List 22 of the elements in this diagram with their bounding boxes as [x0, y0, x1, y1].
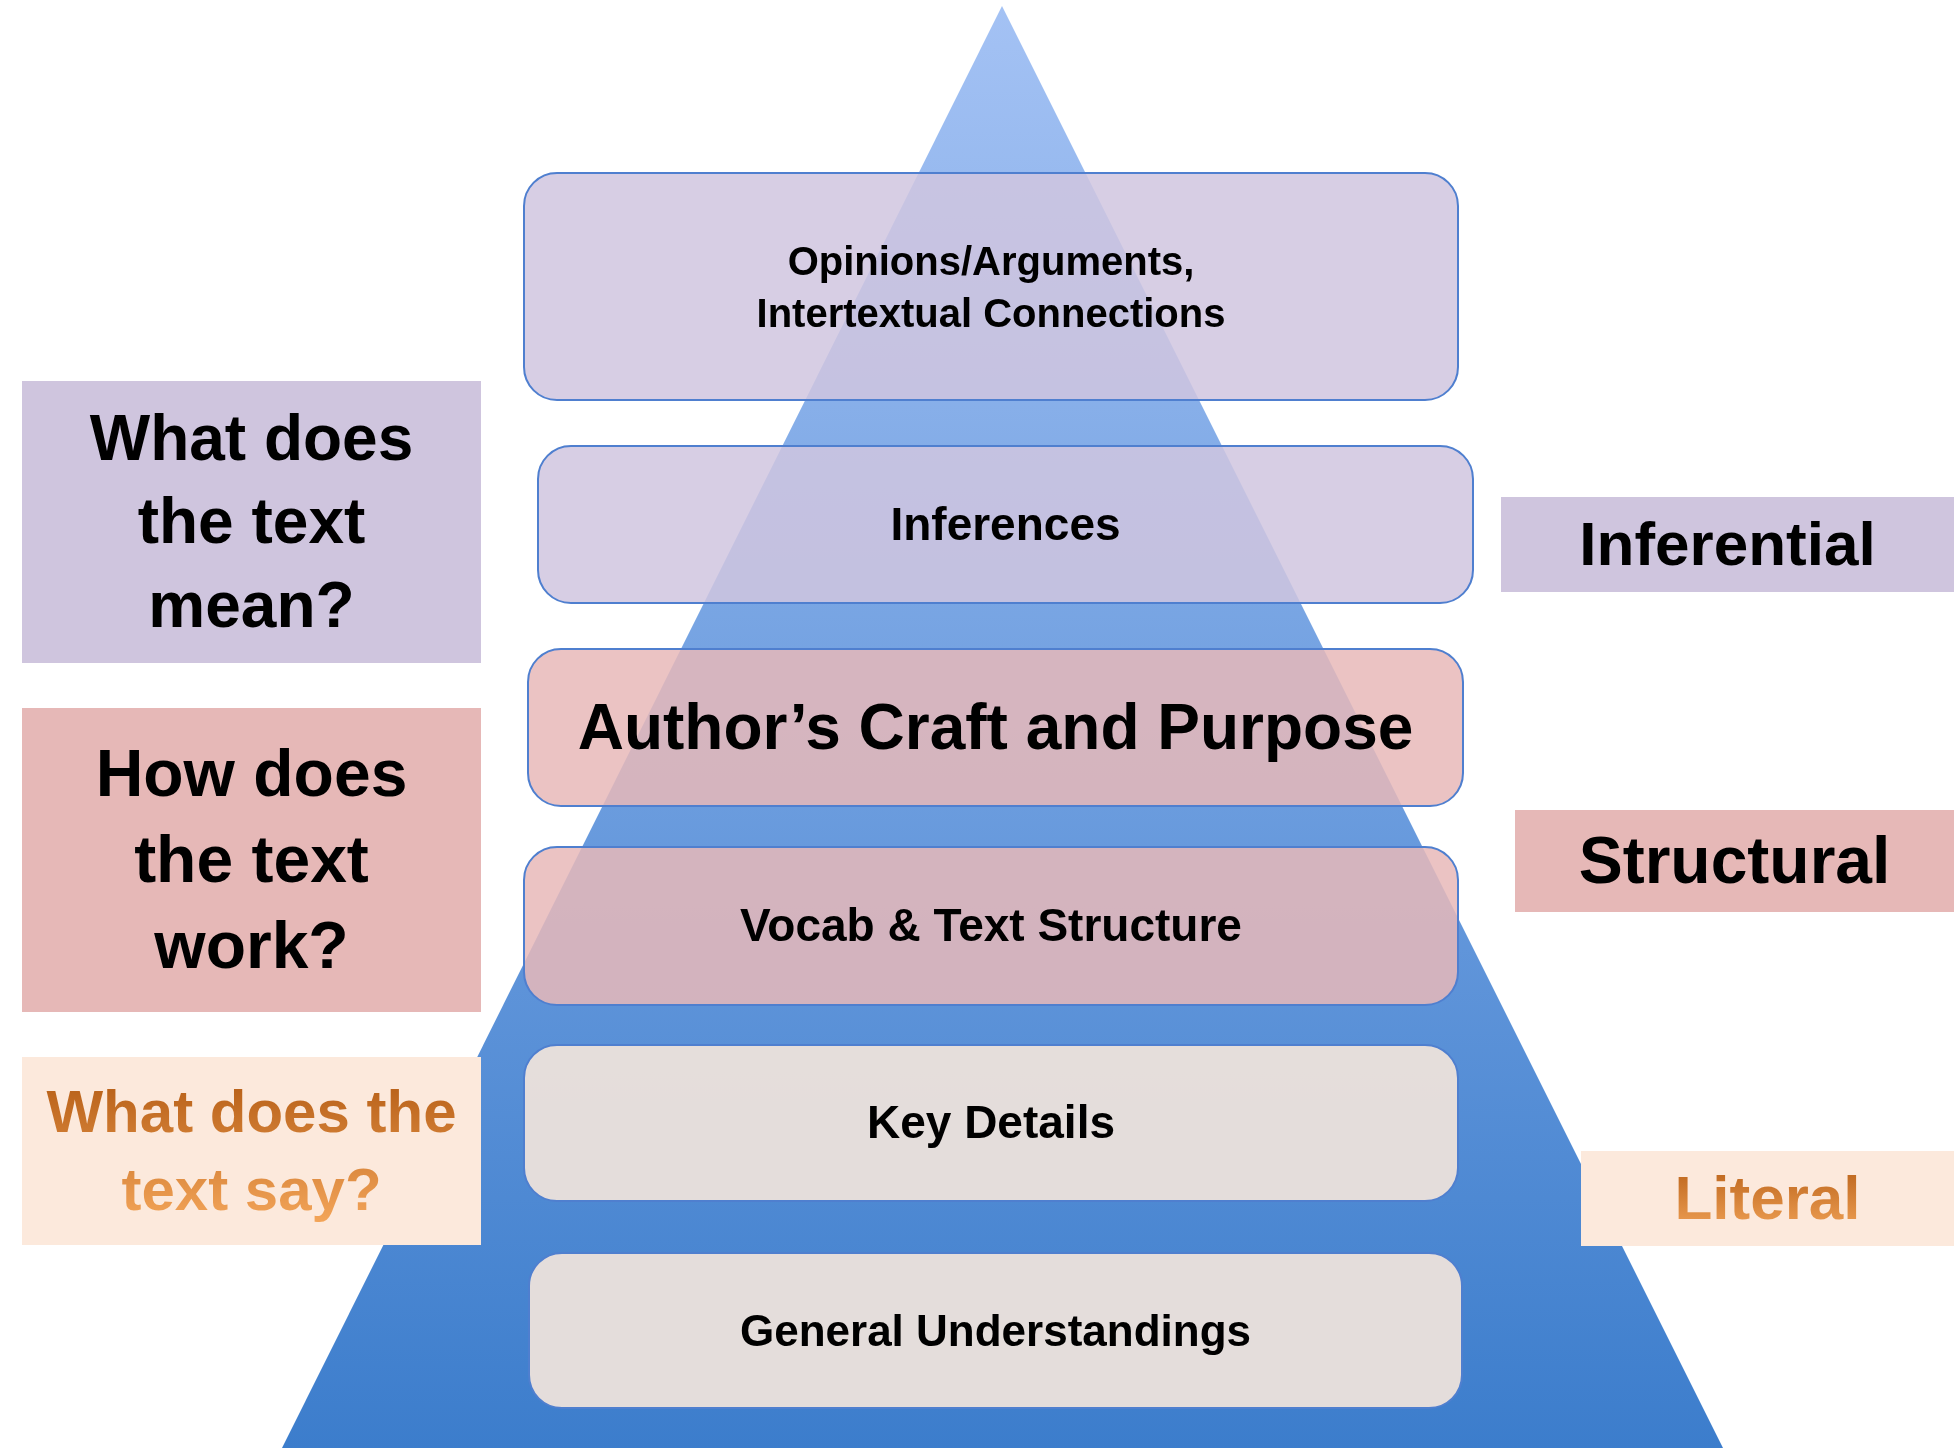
question-box — [22, 381, 481, 663]
pyramid-level-box — [528, 1252, 1463, 1409]
pyramid-level-box — [527, 648, 1464, 807]
box-text: Inferential — [1579, 508, 1876, 581]
box-text: Inferences — [890, 496, 1121, 552]
level-label-box — [1515, 810, 1954, 912]
question-box — [22, 708, 481, 1012]
question-box — [22, 1057, 481, 1245]
level-label-box — [1581, 1151, 1954, 1246]
box-text: What does the text mean? — [88, 401, 415, 643]
box-text: How does the text work? — [94, 735, 409, 984]
box-text: Vocab & Text Structure — [740, 898, 1242, 954]
pyramid-level-box — [523, 172, 1459, 401]
pyramid-level-box — [537, 445, 1474, 604]
pyramid-level-box — [523, 846, 1459, 1006]
box-text: Author’s Craft and Purpose — [577, 689, 1414, 765]
box-text: Opinions/Arguments, Intertextual Connections — [755, 237, 1227, 337]
box-text: Structural — [1578, 822, 1891, 900]
box-text: Key Details — [867, 1095, 1115, 1151]
box-text: General Understandings — [740, 1304, 1251, 1357]
pyramid-level-box — [523, 1044, 1459, 1202]
level-label-box — [1501, 497, 1954, 592]
